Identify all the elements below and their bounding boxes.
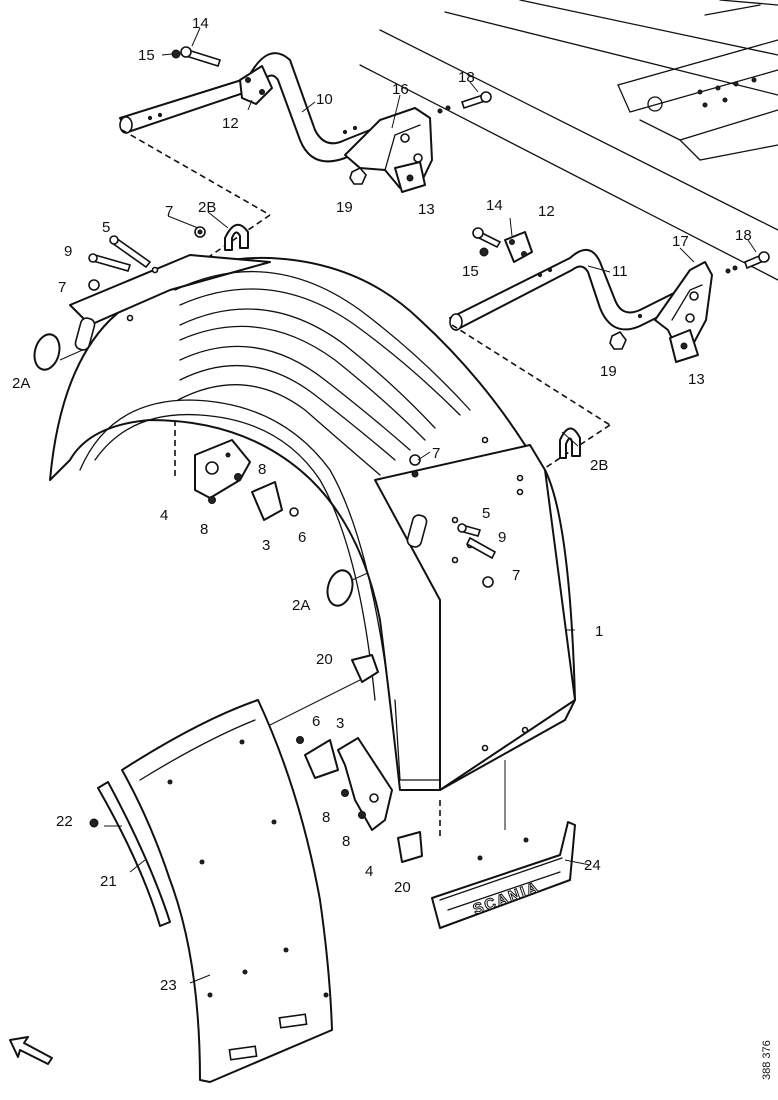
clamp-3-upper bbox=[251, 481, 283, 521]
label-22: 22 bbox=[56, 813, 73, 830]
label-9: 9 bbox=[64, 243, 72, 260]
bracket-16 bbox=[344, 107, 433, 193]
bolt-5-right bbox=[457, 523, 482, 537]
label-8: 8 bbox=[322, 809, 330, 826]
label-2A: 2A bbox=[12, 375, 30, 392]
washer-7-top bbox=[194, 226, 206, 238]
bracket-4-upper bbox=[194, 439, 251, 499]
label-14: 14 bbox=[192, 15, 209, 32]
washer-7-left bbox=[88, 279, 100, 291]
nut-8-lower-b bbox=[358, 811, 366, 819]
mudguard-1 bbox=[49, 254, 576, 791]
label-18: 18 bbox=[458, 69, 475, 86]
label-11: 11 bbox=[612, 263, 628, 280]
label-7: 7 bbox=[165, 203, 173, 220]
bolt-9-right bbox=[465, 536, 497, 560]
name-plate-24 bbox=[431, 821, 576, 929]
part-labels: 14 15 12 10 16 18 19 13 7 2B 5 9 7 2A 14… bbox=[12, 15, 773, 1080]
label-24: 24 bbox=[584, 857, 601, 874]
bracket-4-lower bbox=[337, 737, 393, 831]
clamp-plate-12-right bbox=[504, 231, 533, 263]
label-13: 13 bbox=[418, 201, 435, 218]
bracket-17 bbox=[654, 261, 713, 363]
drawing-code: 388 376 bbox=[761, 1040, 773, 1080]
bracket-20-upper bbox=[351, 654, 379, 683]
bolt-5-left bbox=[109, 235, 152, 269]
screw-22 bbox=[89, 818, 99, 828]
nut-8-upper-b bbox=[208, 496, 216, 504]
label-8: 8 bbox=[200, 521, 208, 538]
label-5: 5 bbox=[482, 505, 490, 522]
label-4: 4 bbox=[160, 507, 168, 524]
label-14: 14 bbox=[486, 197, 503, 214]
clamping-strip-21 bbox=[97, 781, 171, 927]
reflector-2A-left bbox=[33, 333, 61, 371]
label-8: 8 bbox=[258, 461, 266, 478]
label-15: 15 bbox=[462, 263, 479, 280]
label-4: 4 bbox=[365, 863, 373, 880]
label-3: 3 bbox=[336, 715, 344, 732]
label-12: 12 bbox=[222, 115, 239, 132]
label-23: 23 bbox=[160, 977, 177, 994]
label-18: 18 bbox=[735, 227, 752, 244]
reflector-2A-right bbox=[326, 569, 354, 607]
label-2B: 2B bbox=[590, 457, 608, 474]
bracket-20-lower bbox=[397, 831, 423, 863]
label-1: 1 bbox=[595, 623, 603, 640]
label-7: 7 bbox=[512, 567, 520, 584]
label-21: 21 bbox=[100, 873, 117, 890]
label-12: 12 bbox=[538, 203, 555, 220]
label-2B: 2B bbox=[198, 199, 216, 216]
nut-19-upper bbox=[349, 167, 367, 185]
label-5: 5 bbox=[102, 219, 110, 236]
support-tube-11 bbox=[449, 249, 685, 331]
nut-8-lower-a bbox=[341, 789, 349, 797]
label-16: 16 bbox=[392, 81, 409, 98]
nut-6-lower bbox=[296, 736, 304, 744]
label-8: 8 bbox=[342, 833, 350, 850]
label-10: 10 bbox=[316, 91, 333, 108]
label-6: 6 bbox=[312, 713, 320, 730]
label-9: 9 bbox=[498, 529, 506, 546]
front-direction-arrow-icon bbox=[9, 1036, 53, 1065]
leader-lines bbox=[104, 27, 757, 984]
cable-clip-2B-top bbox=[224, 223, 249, 251]
label-7: 7 bbox=[58, 279, 66, 296]
clamp-3-lower bbox=[304, 739, 339, 779]
bolt-14-upper bbox=[171, 46, 222, 67]
nut-19-right bbox=[609, 330, 627, 350]
mud-flap-23 bbox=[121, 699, 333, 1083]
bolt-18-upper bbox=[437, 91, 492, 114]
label-17: 17 bbox=[672, 233, 689, 250]
label-7: 7 bbox=[432, 445, 440, 462]
nut-8-upper-a bbox=[234, 473, 242, 481]
label-20: 20 bbox=[316, 651, 333, 668]
cable-clip-2B-right bbox=[559, 427, 581, 459]
bolt-18-right bbox=[725, 251, 770, 274]
label-15: 15 bbox=[138, 47, 155, 64]
nut-6-upper bbox=[289, 507, 299, 517]
label-19: 19 bbox=[336, 199, 353, 216]
chassis-frame bbox=[359, 0, 778, 281]
label-2A: 2A bbox=[292, 597, 310, 614]
label-19: 19 bbox=[600, 363, 617, 380]
washer-7-right-top bbox=[409, 454, 421, 478]
bolt-9-left bbox=[88, 253, 132, 272]
label-20: 20 bbox=[394, 879, 411, 896]
bolt-14-right bbox=[472, 227, 502, 257]
label-13: 13 bbox=[688, 371, 705, 388]
washer-7-right bbox=[482, 576, 494, 588]
label-3: 3 bbox=[262, 537, 270, 554]
label-6: 6 bbox=[298, 529, 306, 546]
clamp-plate-12-upper bbox=[239, 65, 273, 105]
